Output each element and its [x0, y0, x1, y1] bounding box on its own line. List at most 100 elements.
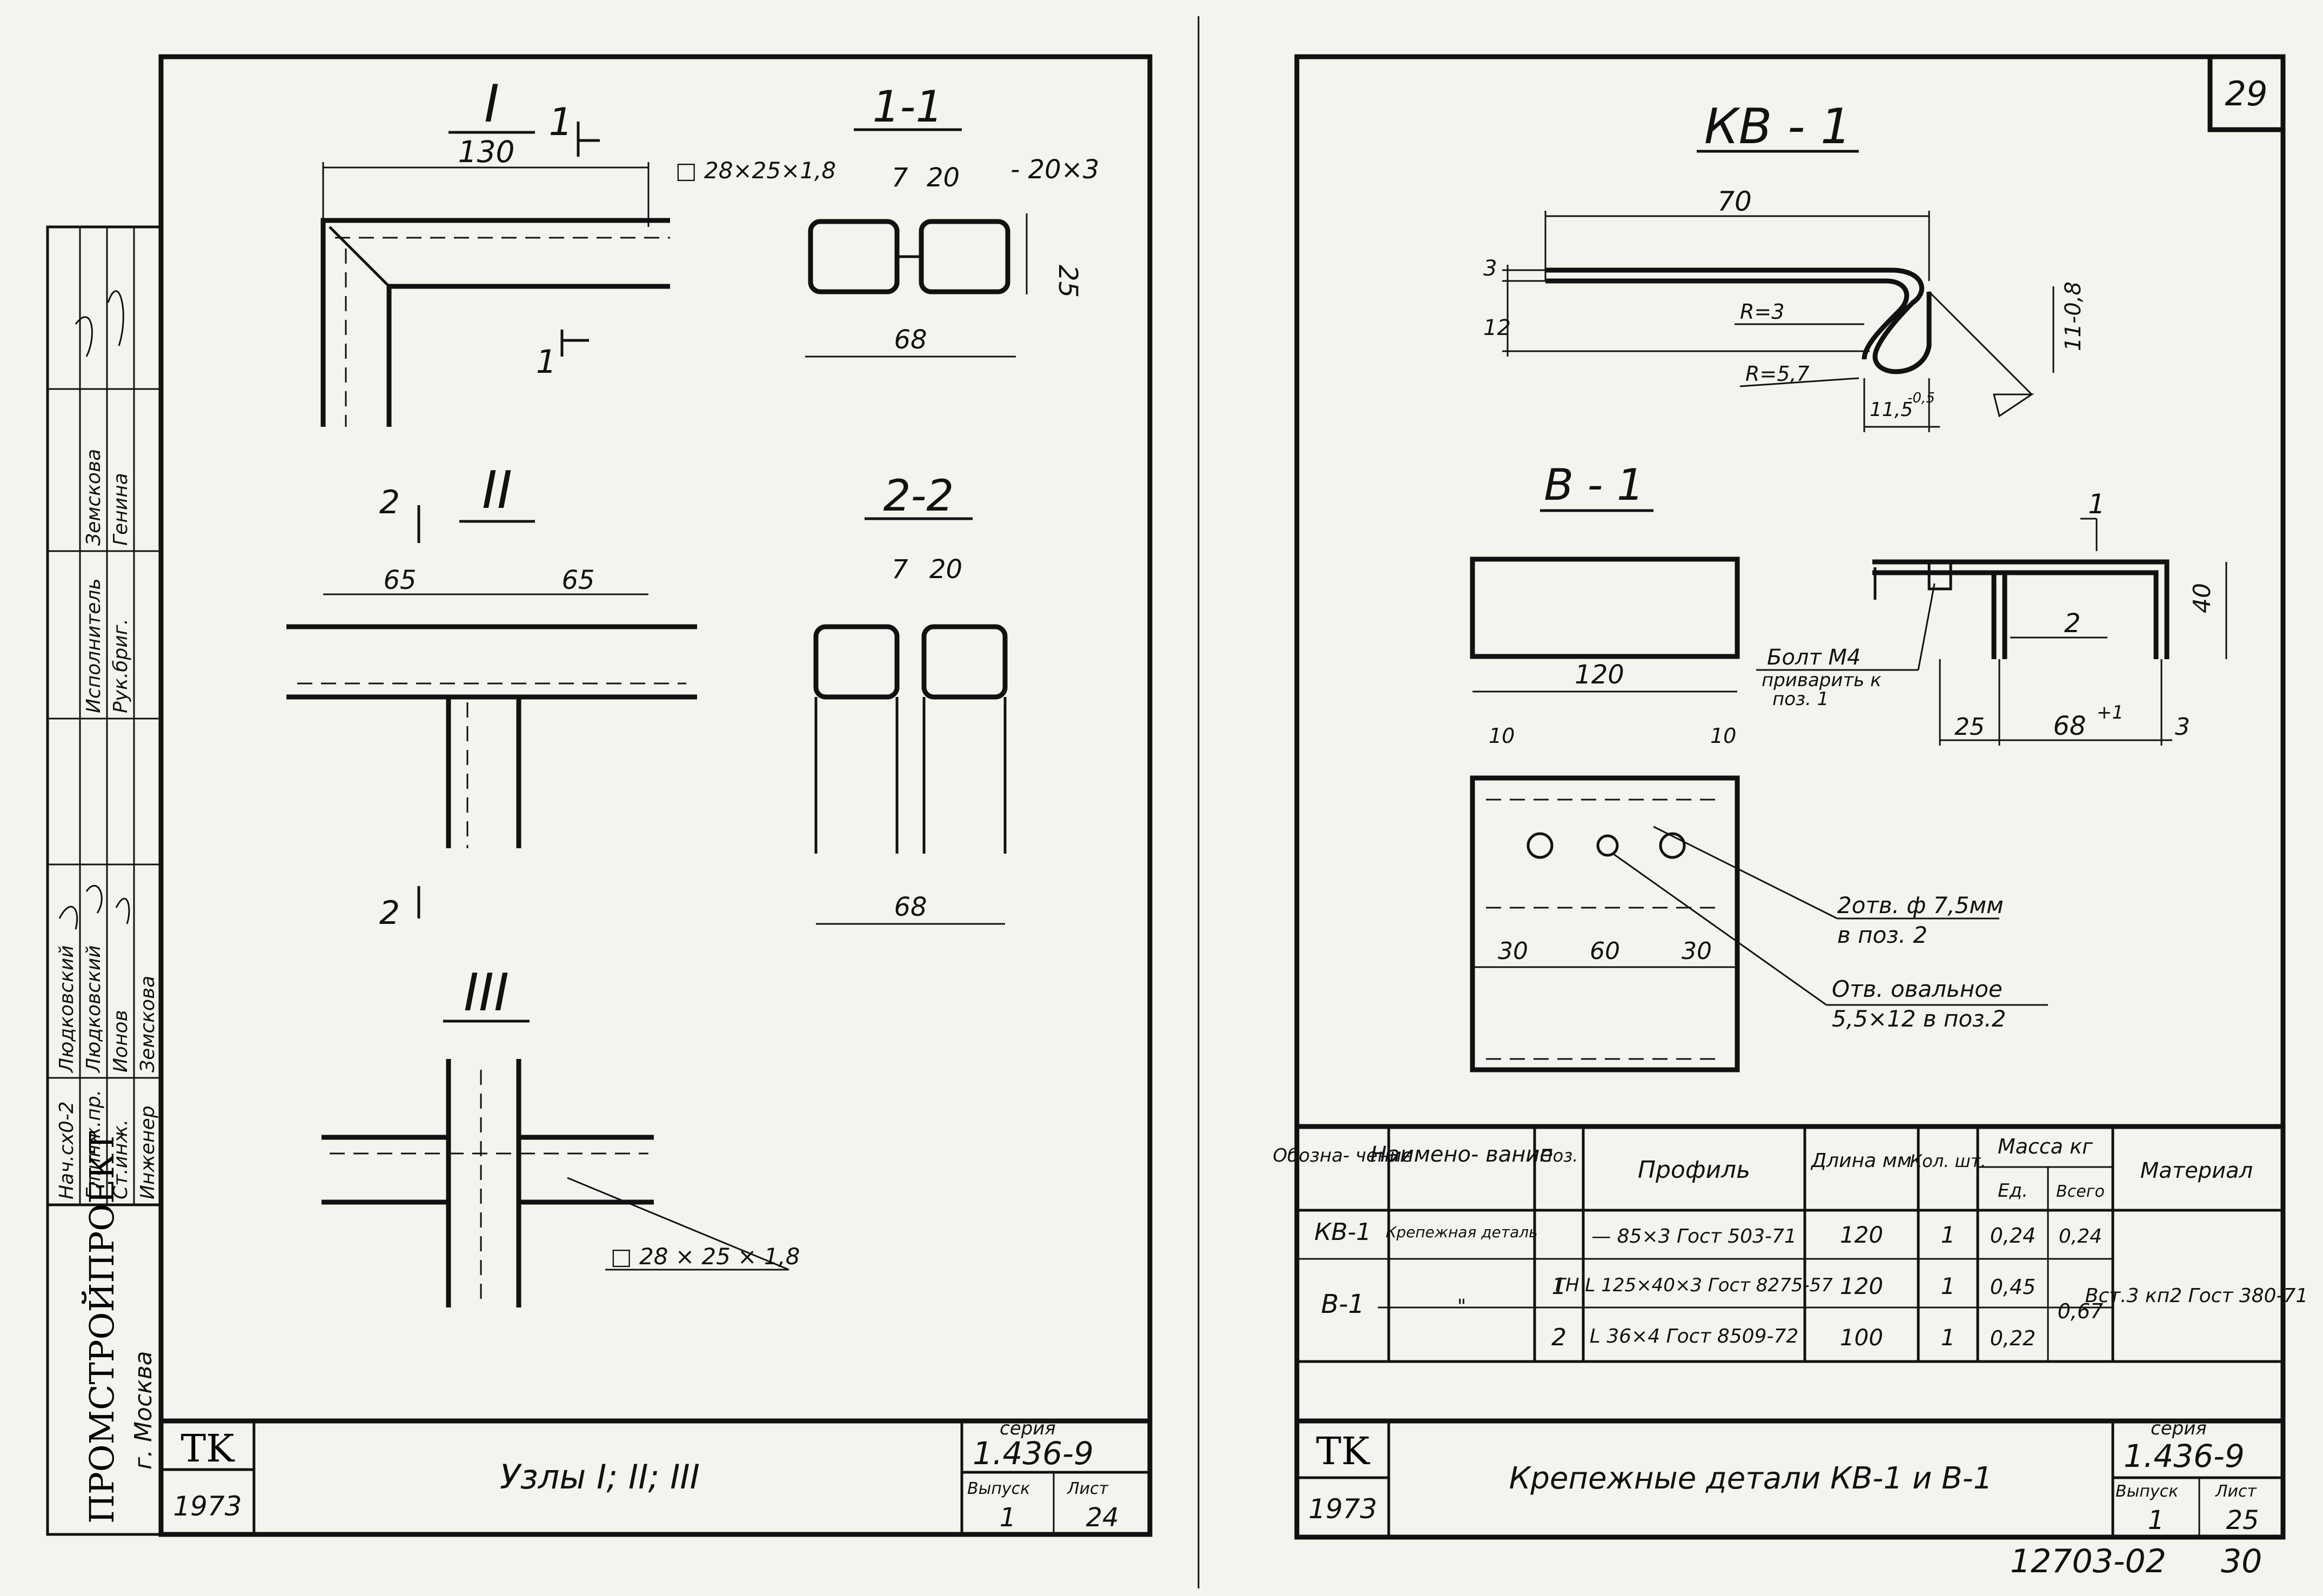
- th-designation: Обозна- чение: [1273, 1145, 1412, 1166]
- page-number: 29: [2225, 74, 2268, 113]
- material-value: Вст.3 кп2 Гост 380-71: [2085, 1285, 2308, 1307]
- node-3-label: III: [464, 963, 509, 1023]
- dim-60: 60: [1590, 937, 1620, 965]
- kv1-drawing: КВ - 1 70 3 12 R=3 R=5,7 11,5 -0,5 11-0,…: [1483, 98, 2086, 432]
- th-length: Длина мм: [1810, 1150, 1912, 1172]
- dim-130: 130: [458, 135, 515, 169]
- row-2-designation: В-1: [1321, 1289, 1365, 1319]
- cut-1-bottom-label: 1: [536, 343, 557, 381]
- oval-note-2: 5,5×12 в поз.2: [1832, 1005, 2006, 1032]
- dim-7-a: 7: [892, 163, 908, 193]
- kv1-label: КВ - 1: [1704, 98, 1852, 155]
- node-1-drawing: I 1 130 1: [320, 75, 670, 427]
- dim-68-b: 68: [894, 892, 927, 922]
- stamp-role-4: Инженер: [137, 1105, 159, 1199]
- row-2-length: 120: [1840, 1273, 1883, 1299]
- row-2-mass-unit: 0,45: [1990, 1275, 2036, 1299]
- oval-hole: [1596, 834, 1619, 857]
- section-2-2-label: 2-2: [883, 471, 954, 521]
- radius-5-7: R=5,7: [1745, 362, 1810, 386]
- th-mass-unit: Ед.: [1998, 1180, 2028, 1202]
- dim-65-a: 65: [383, 565, 416, 595]
- stamp-role-extra-1: Исполнитель: [83, 578, 105, 713]
- left-year: 1973: [173, 1491, 242, 1522]
- left-issue-label: Выпуск: [967, 1479, 1030, 1498]
- right-series-number: 1.436-9: [2124, 1438, 2245, 1474]
- bolt-note-3: поз. 1: [1772, 688, 1829, 710]
- signatures-upper: [75, 290, 124, 357]
- dim-30-b: 30: [1682, 937, 1712, 965]
- dim-25: 25: [1053, 265, 1083, 298]
- row-1-qty: 1: [1941, 1222, 1956, 1248]
- right-sheet-label: Лист: [2215, 1482, 2258, 1501]
- row-2-profile: ГН L 125×40×3 Гост 8275-57: [1555, 1275, 1833, 1296]
- node-1-label: I: [484, 75, 499, 134]
- radius-3: R=3: [1740, 300, 1784, 324]
- dim-68-tolerance: +1: [2097, 702, 2124, 723]
- dim-30-a: 30: [1498, 937, 1528, 965]
- dim-10-b: 10: [1710, 724, 1736, 748]
- node-3-drawing: III □ 28 × 25 × 1,8: [322, 963, 800, 1307]
- dim-10-a: 10: [1489, 724, 1515, 748]
- right-sheet: 29 КВ - 1 70 3 12 R=3 R=5,7 11,5 -0,: [1273, 54, 2308, 1580]
- corner-frame-outer: [320, 218, 670, 427]
- row-3-profile: L 36×4 Гост 8509-72: [1590, 1325, 1799, 1347]
- row-3-mass-unit: 0,22: [1990, 1326, 2036, 1350]
- dim-25: 25: [1954, 713, 1985, 741]
- cut-1-top-label: 1: [548, 100, 573, 144]
- organization-name: ПРОМСТРОЙПРОЕКТ: [82, 1131, 122, 1524]
- left-sheet: I 1 130 1 1-1 □ 28×25×1,8 - 20×3 7 20: [46, 16, 1200, 1588]
- th-pos: Поз.: [1540, 1145, 1578, 1166]
- dim-120: 120: [1575, 660, 1624, 690]
- left-series-number: 1.436-9: [973, 1435, 1094, 1472]
- right-issue-label: Выпуск: [2116, 1482, 2178, 1501]
- cut-2-top-label: 2: [379, 484, 400, 521]
- oval-note-1: Отв. овальное: [1832, 976, 2003, 1002]
- th-profile: Профиль: [1638, 1156, 1750, 1184]
- dim-11-5-tolerance: -0,5: [1907, 390, 1935, 406]
- dim-3-b: 3: [2175, 713, 2190, 741]
- plate-label: - 20×3: [1010, 155, 1099, 185]
- right-tk-code: TK: [1316, 1429, 1371, 1473]
- th-mass: Масса кг: [1998, 1135, 2093, 1158]
- pos-2-label: 2: [2064, 608, 2081, 639]
- v1-drawing: В - 1 120 10 10 30 60 30 2отв. ф 7,5мм в…: [1470, 460, 2227, 1072]
- left-sheet-frame: [158, 54, 1153, 1537]
- dim-7-b: 7: [892, 554, 908, 585]
- dim-65-b: 65: [561, 565, 594, 595]
- row-2-pos: 1: [1552, 1273, 1566, 1299]
- row-2-mass-total: 0,67: [2058, 1299, 2104, 1323]
- row-1-mass-unit: 0,24: [1990, 1224, 2036, 1248]
- row-1-mass-total: 0,24: [2059, 1225, 2102, 1248]
- approval-stamp: Нач.сх0-2 Гл.инж.пр. Ст.инж. Инженер Люд…: [46, 225, 163, 1536]
- holes-note-1: 2отв. ф 7,5мм: [1837, 892, 2004, 918]
- right-series-label: серия: [2151, 1418, 2207, 1439]
- holes-note-2: в поз. 2: [1837, 922, 1927, 948]
- dim-70: 70: [1717, 186, 1752, 217]
- v1-front-view: [1470, 775, 1740, 1072]
- stamp-name-2: Людковский: [83, 945, 105, 1074]
- dim-11-tolerance: 11-0,8: [2061, 281, 2086, 351]
- th-mass-total: Всего: [2056, 1182, 2105, 1201]
- stamp-name-extra-2: Генина: [110, 473, 132, 546]
- left-sheet-label: Лист: [1067, 1479, 1109, 1498]
- stamp-name-3: Ионов: [110, 1010, 132, 1072]
- dim-3: 3: [1483, 256, 1497, 281]
- row-1-designation: КВ-1: [1314, 1218, 1371, 1246]
- tube-label-1: □ 28×25×1,8: [675, 157, 836, 184]
- stamp-role-3: Ст.инж.: [110, 1119, 132, 1199]
- v1-side-angle: [1872, 559, 2170, 659]
- dim-68: 68: [2053, 711, 2086, 741]
- bolt-note-1: Болт М4: [1767, 645, 1860, 670]
- stamp-role-1: Нач.сх0-2: [56, 1101, 78, 1199]
- hole-right: [1659, 832, 1686, 859]
- node-2-drawing: II 2 65 65 2: [286, 461, 697, 932]
- dim-20-b: 20: [929, 554, 962, 585]
- signatures-lower: [58, 884, 130, 930]
- stamp-name-extra-1: Земскова: [83, 449, 105, 546]
- right-sheet-title: Крепежные детали КВ-1 и В-1: [1509, 1461, 1993, 1496]
- th-name: Наимено- вание: [1370, 1142, 1553, 1167]
- row-3-pos: 2: [1551, 1324, 1566, 1351]
- v1-label: В - 1: [1544, 460, 1644, 510]
